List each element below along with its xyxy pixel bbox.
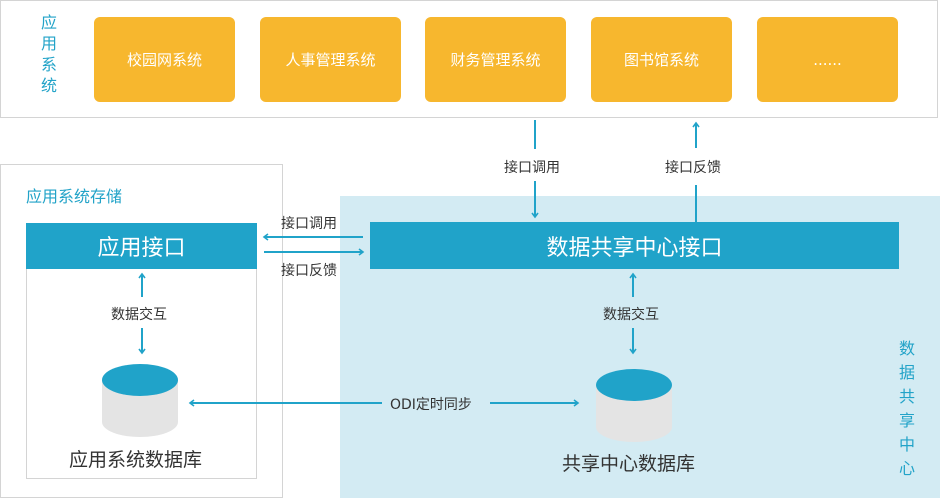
side-call-label: 接口调用 [281, 216, 337, 232]
app-storage-title: 应用系统存储 [26, 187, 123, 206]
share-center-label: 数 据 共 享 中 心 [897, 337, 917, 481]
share-data-exchange-label: 数据交互 [603, 307, 659, 323]
label-char: 应 [40, 13, 57, 32]
label-char: 数 [898, 339, 915, 358]
share-center-interface-bar[interactable]: 数据共享中心接口 [370, 222, 899, 269]
share-database-label: 共享中心数据库 [562, 453, 696, 475]
odi-sync-label: ODI定时同步 [390, 397, 472, 413]
label-char: 中 [898, 435, 915, 454]
top-call-label: 接口调用 [504, 160, 560, 176]
system-box-hr[interactable]: 人事管理系统 [260, 17, 401, 102]
label-char: 据 [898, 363, 915, 382]
label-char: 心 [898, 459, 915, 478]
system-box-campus-network[interactable]: 校园网系统 [94, 17, 235, 102]
system-box-finance[interactable]: 财务管理系统 [425, 17, 566, 102]
top-feedback-label: 接口反馈 [665, 160, 721, 176]
system-box-library[interactable]: 图书馆系统 [591, 17, 732, 102]
app-systems-label: 应 用 系 统 [39, 12, 59, 96]
label-char: 用 [40, 34, 57, 53]
label-char: 共 [898, 387, 915, 406]
label-char: 享 [898, 411, 915, 430]
app-interface-bar[interactable]: 应用接口 [26, 223, 257, 269]
app-database-label: 应用系统数据库 [69, 449, 203, 471]
label-char: 统 [40, 76, 57, 95]
side-feedback-label: 接口反馈 [281, 263, 337, 279]
app-data-exchange-label: 数据交互 [111, 307, 167, 323]
label-char: 系 [40, 55, 57, 74]
system-box-more[interactable]: ...... [757, 17, 898, 102]
